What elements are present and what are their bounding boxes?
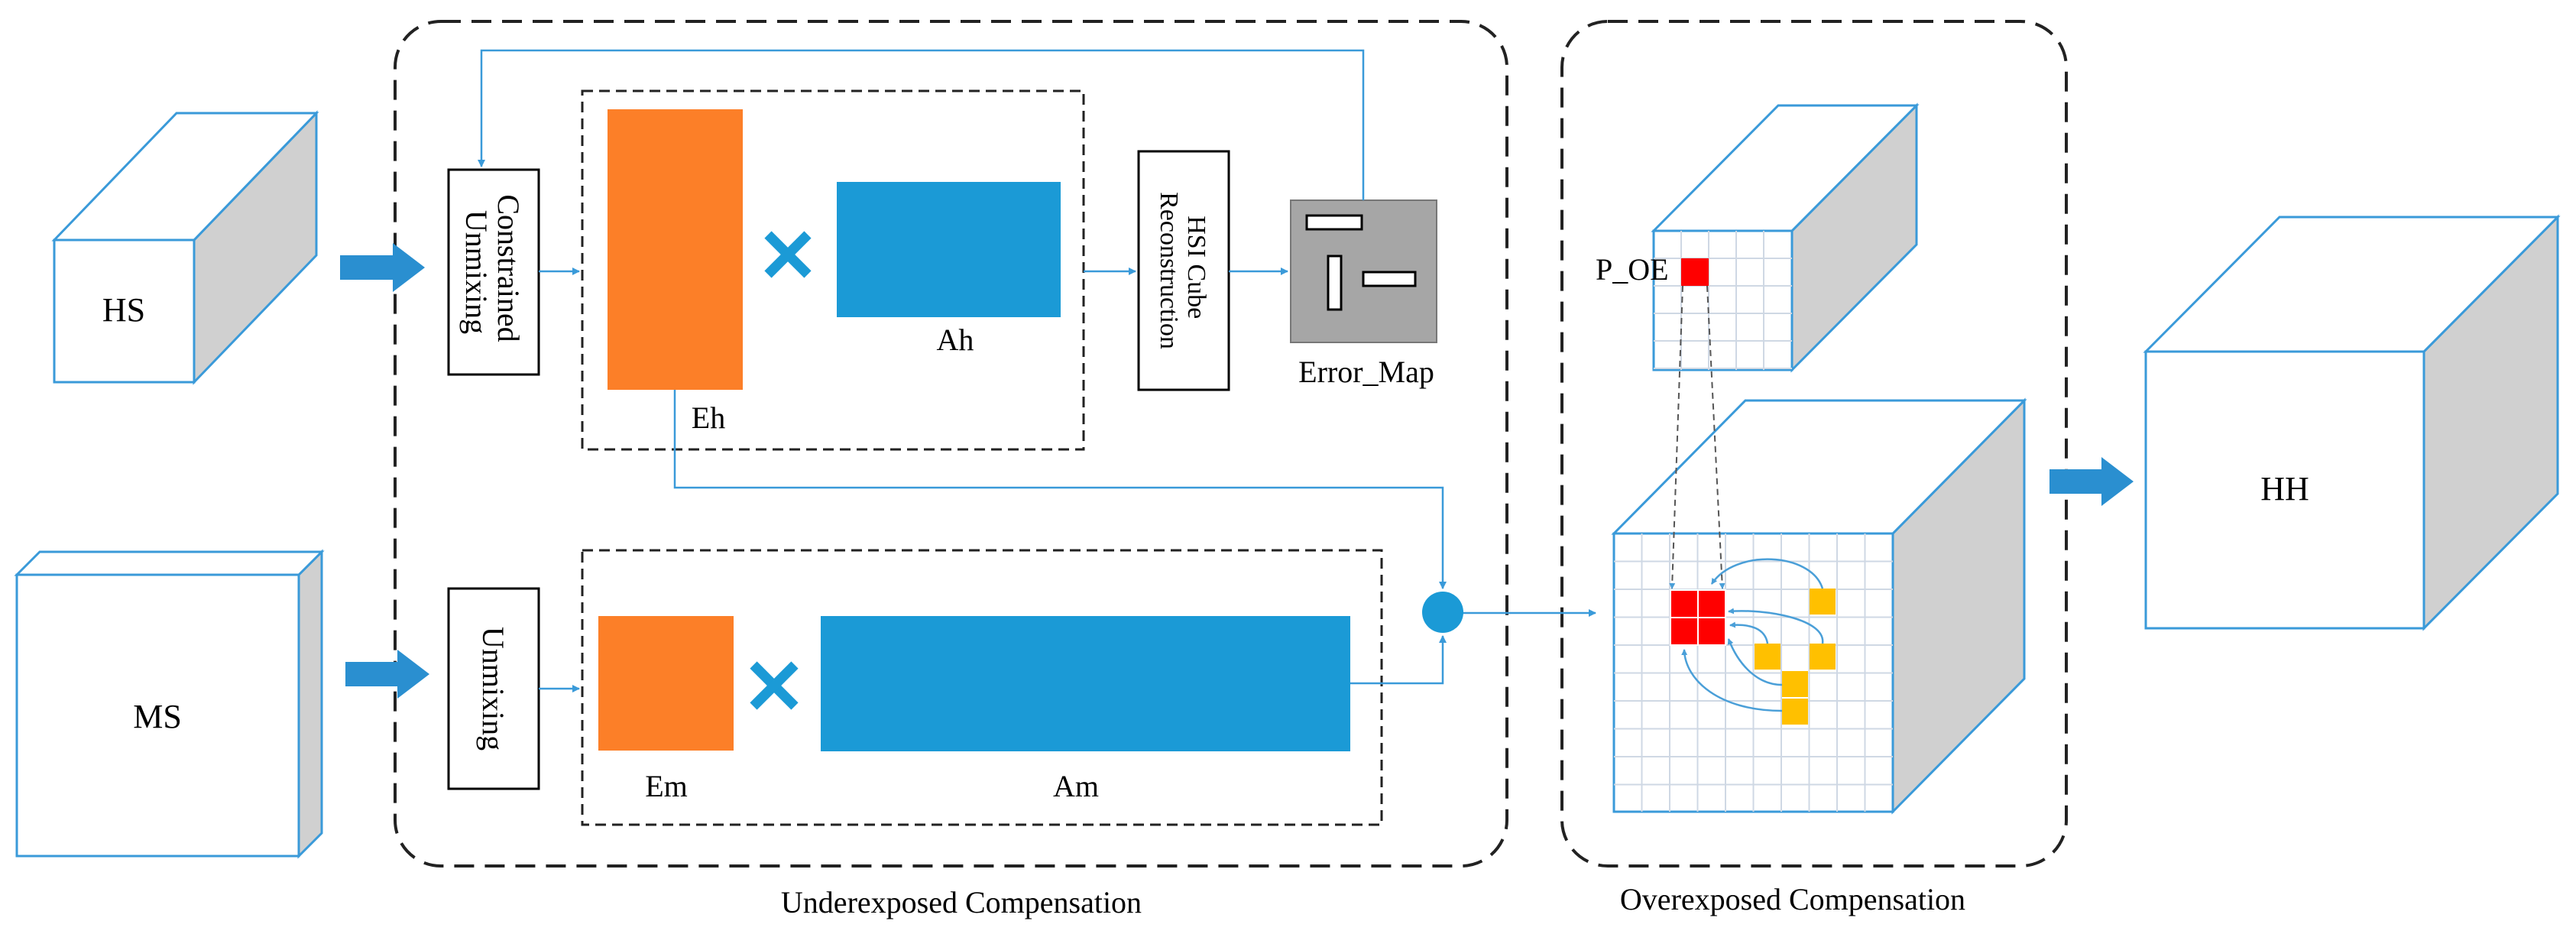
am-matrix [821,616,1350,751]
error-map-label: Error_Map [1298,355,1434,389]
ah-matrix [837,182,1061,317]
svg-text:Constrained Unmixing: Constrained Unmixing [459,194,526,349]
hh-output-cube: HH [2143,214,2561,631]
am-label: Am [1053,769,1099,803]
overexposed-pixel-cube [1651,102,1920,373]
constrained-unmixing-line1: Constrained [491,194,526,342]
ah-label: Ah [937,323,974,357]
hsi-cube-reconstruction-box [1137,150,1230,391]
feedback-arrow [478,49,1365,200]
am-to-fusion-arrow [1350,635,1447,685]
overexposed-pixel-block [1670,589,1726,646]
overexposed-pixel-marker [1681,258,1709,286]
underexposed-compensation-label: Underexposed Compensation [781,885,1142,919]
multiply-icon [764,231,812,278]
pixel-projection-lines [1669,285,1725,589]
p-oe-label: P_OE [1596,252,1669,287]
em-matrix [598,616,734,751]
neighbor-arrows [1681,558,1824,712]
hs-factorization-box [581,89,1085,451]
hsi-reconstruction-line2: Reconstruction [1155,192,1183,349]
overexposed-compensation-frame [1560,20,2068,868]
neighbor-pixels [1755,589,1836,725]
ms-label: MS [133,698,182,735]
fusion-node [1422,592,1463,633]
em-label: Em [645,769,688,803]
output-arrow [2049,457,2134,506]
overexposed-compensation-label: Overexposed Compensation [1620,882,1965,916]
hsi-reconstruction-line1: HSI Cube [1182,216,1210,319]
unmixing-label: Unmixing [476,627,510,751]
eh-matrix [608,109,743,390]
eh-to-fusion-arrow [673,390,1447,589]
constrained-unmixing-line2: Unmixing [459,210,494,334]
ms-input-arrow [345,650,429,699]
hs-input-arrow [340,243,425,292]
overexposed-compensation-cube [1611,397,2027,815]
hs-label: HS [102,291,145,329]
hs-input-cube: HS [51,110,319,385]
hh-label: HH [2260,470,2309,508]
multiply-icon [750,661,799,710]
error-map [1290,199,1437,343]
ms-input-cube: MS [14,549,325,859]
eh-label: Eh [692,401,725,435]
svg-text:HSI Cube Reconstruction: HSI Cube Reconstruction [1155,192,1210,349]
ms-factorization-box [581,549,1383,826]
underexposed-compensation-frame [394,20,1508,868]
